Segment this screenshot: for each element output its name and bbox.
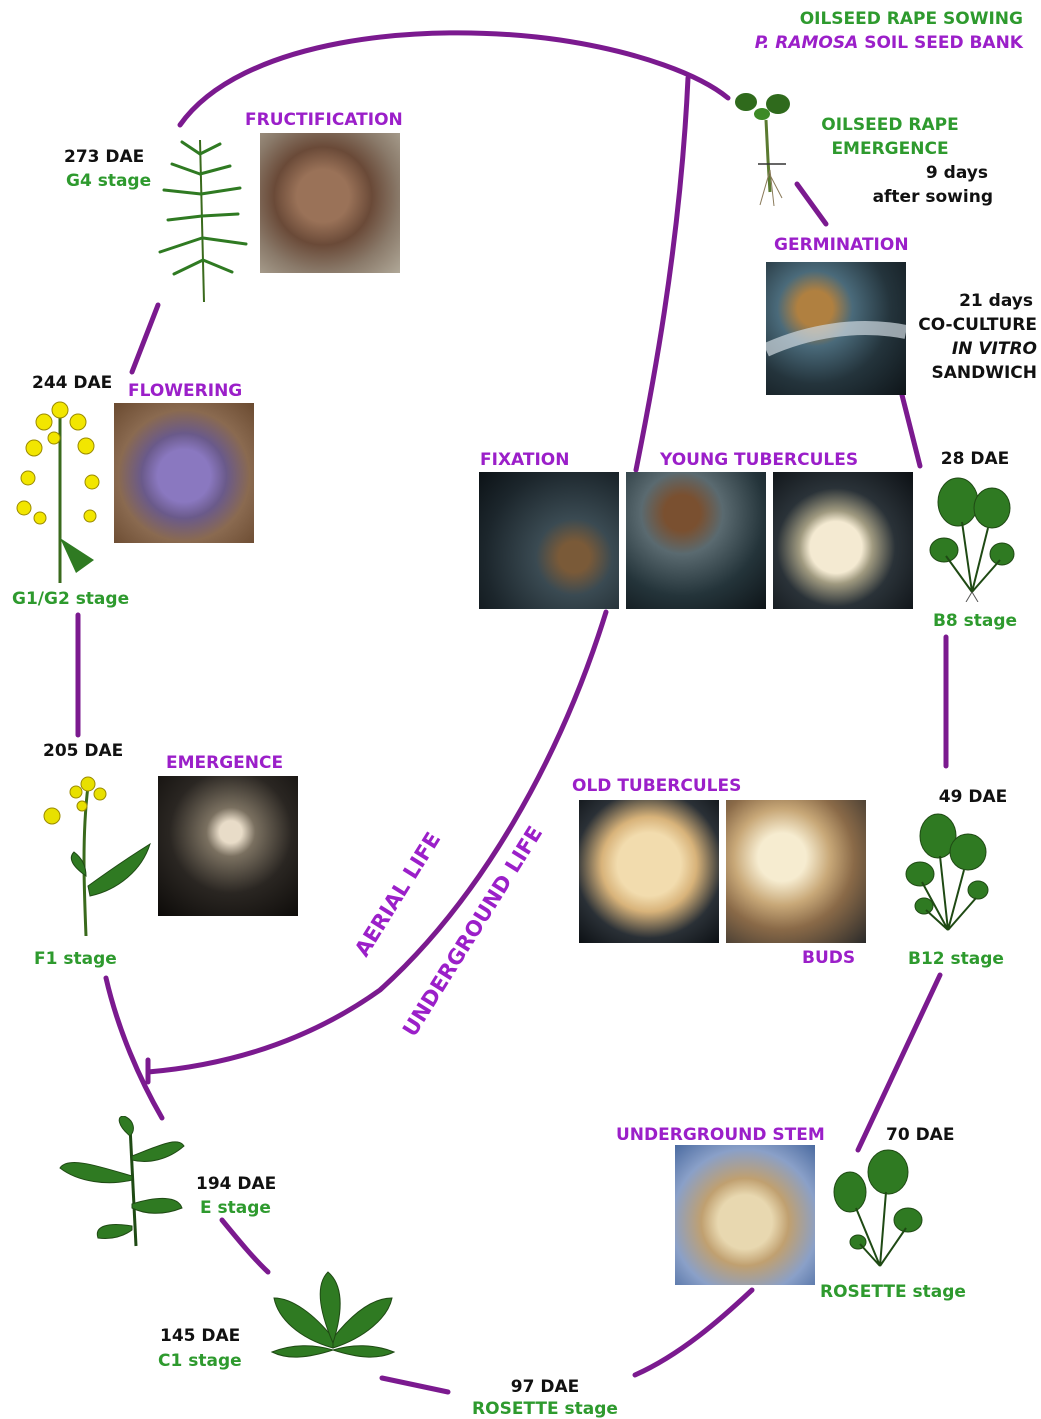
dae-49: 49 DAE — [928, 786, 1018, 808]
emergence-after: after sowing — [873, 186, 993, 208]
dae-28: 28 DAE — [930, 448, 1020, 470]
flowering-photo — [114, 403, 254, 543]
seed-bank-rest: SOIL SEED BANK — [858, 33, 1023, 53]
germination-invitro: IN VITRO — [952, 338, 1037, 360]
cycle-c1-to-e — [222, 1220, 268, 1272]
rosette-plant-b8-illustration — [922, 472, 1022, 602]
flowering-plant-g1-illustration — [14, 398, 109, 583]
germination-coculture: CO-CULTURE — [918, 314, 1037, 336]
sowing-label: OILSEED RAPE SOWING — [800, 8, 1023, 30]
stage-g4: G4 stage — [66, 170, 151, 192]
cycle-germ-to-b8 — [902, 395, 920, 466]
buds-photo — [726, 800, 866, 943]
stage-rosette-70: ROSETTE stage — [820, 1281, 966, 1303]
stage-c1: C1 stage — [158, 1350, 242, 1372]
young-tubercules-photo-2 — [773, 472, 913, 609]
germination-title: GERMINATION — [774, 234, 909, 256]
bolting-plant-e-illustration — [58, 1116, 188, 1251]
fruiting-plant-g4-illustration — [154, 134, 254, 304]
cycle-97-to-c1 — [382, 1378, 448, 1392]
rosette-plant-c1-illustration — [268, 1268, 398, 1368]
fructification-title: FRUCTIFICATION — [245, 109, 403, 131]
young-tubercules-photo-1 — [626, 472, 766, 609]
dae-273: 273 DAE — [64, 146, 144, 168]
dae-70: 70 DAE — [886, 1124, 954, 1146]
emergence-days: 9 days — [926, 162, 988, 184]
dae-244: 244 DAE — [32, 372, 112, 394]
fixation-title: FIXATION — [480, 449, 569, 471]
old-tubercules-title: OLD TUBERCULES — [572, 775, 741, 797]
germination-photo — [766, 262, 906, 395]
young-tubercules-title: YOUNG TUBERCULES — [660, 449, 858, 471]
stage-b12: B12 stage — [908, 948, 1004, 970]
emergence-title: EMERGENCE — [166, 752, 283, 774]
emergence-line1: OILSEED RAPE — [820, 114, 960, 136]
germination-days: 21 days — [959, 290, 1033, 312]
rosette-plant-b12-illustration — [900, 810, 1000, 945]
fructification-photo — [260, 133, 400, 273]
fixation-photo — [479, 472, 619, 609]
flowering-plant-f1-illustration — [38, 766, 153, 941]
seed-bank-species: P. RAMOSA — [755, 33, 858, 53]
old-tubercules-photo — [579, 800, 719, 943]
underground-stem-photo — [675, 1145, 815, 1285]
underground-stem-title: UNDERGROUND STEM — [616, 1124, 825, 1146]
stage-g1g2: G1/G2 stage — [12, 588, 129, 610]
cycle-aerial-underground — [636, 78, 688, 470]
oilseed-seedling-illustration — [728, 80, 798, 210]
stage-e: E stage — [200, 1197, 271, 1219]
stage-rosette-97: ROSETTE stage — [460, 1398, 630, 1419]
cycle-rosette-to-97 — [635, 1290, 752, 1375]
seed-bank-label: P. RAMOSA SOIL SEED BANK — [755, 32, 1023, 54]
cycle-g1-to-g4 — [132, 305, 158, 372]
stage-f1: F1 stage — [34, 948, 117, 970]
dae-194: 194 DAE — [196, 1173, 276, 1195]
rosette-plant-70-illustration — [828, 1148, 928, 1278]
buds-title: BUDS — [802, 947, 855, 969]
stage-b8: B8 stage — [930, 610, 1020, 632]
parasite-emergence-photo — [158, 776, 298, 916]
dae-145: 145 DAE — [160, 1325, 240, 1347]
cycle-seedling-to-germ — [797, 184, 826, 224]
flowering-title: FLOWERING — [128, 380, 242, 402]
dae-97: 97 DAE — [470, 1376, 620, 1398]
germination-sandwich: SANDWICH — [931, 362, 1037, 384]
dae-205: 205 DAE — [43, 740, 123, 762]
emergence-line2: EMERGENCE — [820, 138, 960, 160]
cycle-e-to-f1 — [106, 978, 162, 1118]
